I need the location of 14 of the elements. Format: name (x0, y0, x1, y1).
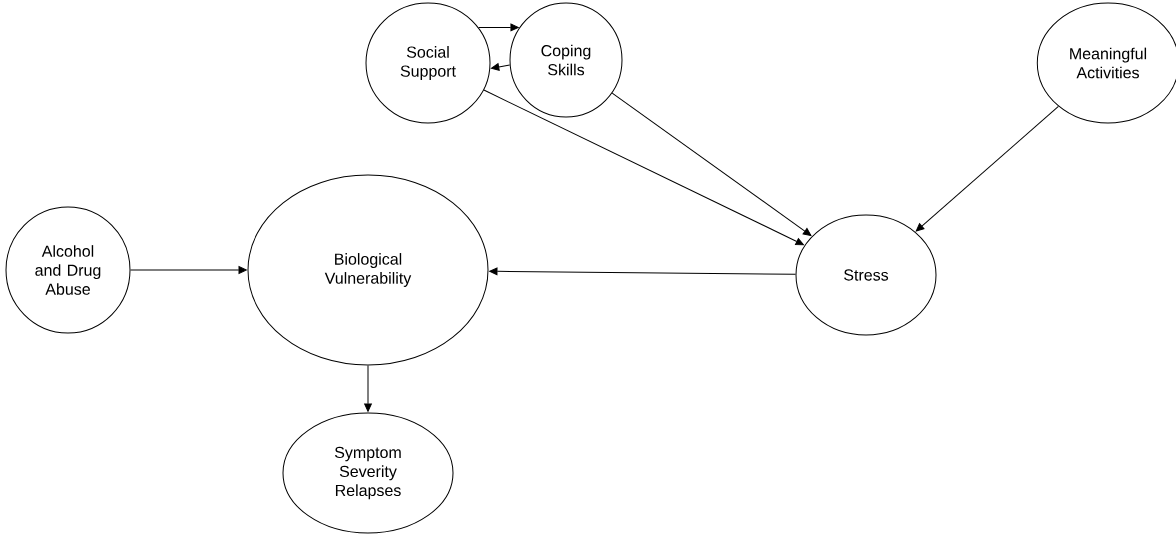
ellipse-node: Symptom Severity Relapses (282, 412, 454, 534)
ellipse-node: Social Support (365, 2, 491, 124)
ellipse-node: Alcohol and Drug Abuse (5, 206, 131, 334)
arrow (915, 105, 1059, 232)
ellipse-node: Biological Vulnerability (247, 174, 489, 366)
ellipse-node: Stress (795, 214, 937, 336)
arrow (364, 365, 372, 412)
arrow (490, 63, 511, 71)
ellipse-node: Coping Skills (509, 2, 623, 118)
arrow (611, 92, 812, 236)
arrow (483, 89, 804, 246)
arrow (130, 266, 247, 274)
arrow (478, 23, 519, 32)
arrow (489, 267, 796, 276)
